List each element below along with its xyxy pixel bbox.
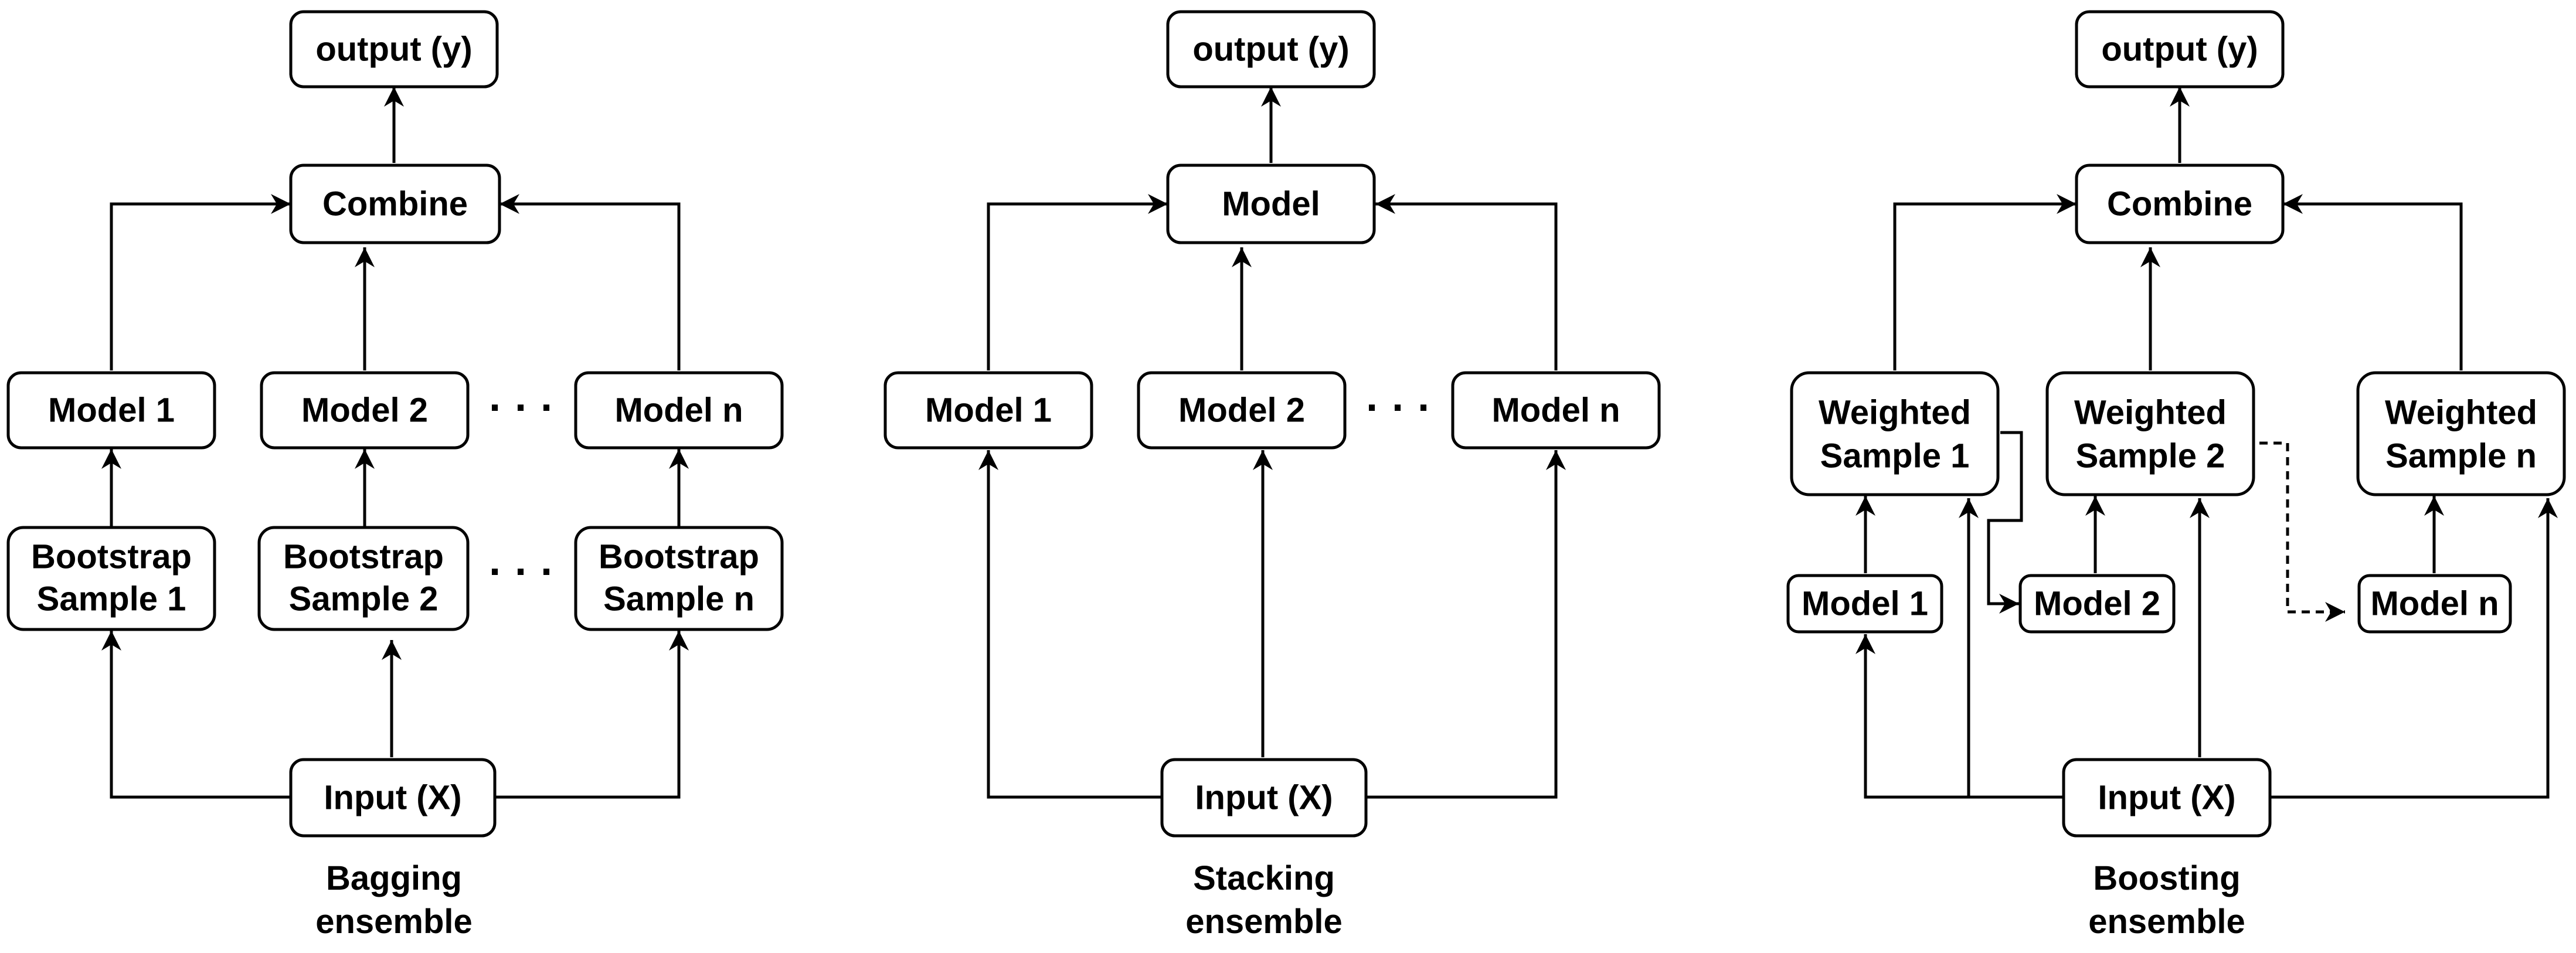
bagging-model-1-label: Model 1	[48, 392, 175, 430]
boosting-caption: Boosting ensemble	[2088, 859, 2245, 941]
edge-model-n-to-combine	[499, 194, 681, 370]
edge-model-1-to-meta-model	[987, 194, 1168, 370]
stacking-model-1-node: Model 1	[883, 371, 1093, 450]
stacking-model-2-label: Model 2	[1178, 392, 1305, 430]
bagging-output-label: output (y)	[315, 30, 472, 69]
bagging-sample-2-node: Bootstrap Sample 2	[257, 526, 470, 631]
stacking-input-label: Input (X)	[1195, 779, 1333, 817]
bagging-models-ellipsis: · · ·	[489, 384, 555, 431]
boosting-weighted-1-line-1: Weighted	[1819, 394, 1971, 432]
bagging-caption-line-1: Bagging	[326, 859, 462, 897]
bagging-sample-n-line-2: Sample n	[603, 580, 755, 618]
bagging-input-node: Input (X)	[289, 758, 497, 838]
bagging-sample-2-line-2: Sample 2	[289, 580, 439, 618]
stacking-diagram: output (y) Model Model 1 Model 2 Model n…	[883, 10, 1661, 941]
boosting-combine-node: Combine	[2075, 164, 2285, 244]
edge-input-to-weighted-n	[2270, 498, 2558, 799]
bagging-model-1-node: Model 1	[6, 371, 216, 450]
bagging-samples-ellipsis: · · ·	[489, 549, 555, 595]
boosting-caption-line-2: ensemble	[2088, 903, 2245, 941]
boosting-model-n-node: Model n	[2357, 574, 2512, 634]
boosting-weighted-n-line-2: Sample n	[2385, 437, 2537, 475]
bagging-diagram: output (y) Combine Model 1 Model 2 Model…	[6, 10, 784, 941]
stacking-caption: Stacking ensemble	[1185, 859, 1343, 941]
bagging-model-n-node: Model n	[574, 371, 784, 450]
boosting-weighted-1-node: Weighted Sample 1	[1790, 371, 2000, 496]
stacking-models-ellipsis: · · ·	[1366, 384, 1432, 431]
boosting-caption-line-1: Boosting	[2093, 859, 2240, 897]
bagging-model-n-label: Model n	[614, 392, 743, 430]
boosting-output-label: output (y)	[2101, 30, 2258, 69]
edge-weighted-2-to-model-n	[2259, 441, 2345, 622]
edge-input-to-model-1	[1855, 634, 2064, 799]
boosting-diagram: output (y) Combine Weighted Sample 1 Wei…	[1786, 10, 2566, 941]
edge-weighted-n-to-combine	[2283, 194, 2463, 370]
bagging-sample-1-line-1: Bootstrap	[31, 538, 192, 576]
boosting-model-2-node: Model 2	[2018, 574, 2176, 634]
boosting-output-node: output (y)	[2075, 10, 2285, 89]
boosting-input-label: Input (X)	[2098, 779, 2235, 817]
bagging-model-2-node: Model 2	[260, 371, 470, 450]
boosting-weighted-2-node: Weighted Sample 2	[2045, 371, 2255, 496]
stacking-model-2-node: Model 2	[1137, 371, 1347, 450]
edge-input-to-model-1	[978, 450, 1162, 799]
boosting-weighted-1-line-2: Sample 1	[1820, 437, 1970, 475]
boosting-model-1-label: Model 1	[1802, 585, 1928, 623]
boosting-weighted-2-line-1: Weighted	[2074, 394, 2227, 432]
edge-input-to-sample-1	[101, 631, 291, 799]
bagging-sample-n-node: Bootstrap Sample n	[574, 526, 784, 631]
boosting-weighted-n-node: Weighted Sample n	[2356, 371, 2566, 496]
boosting-model-2-label: Model 2	[2034, 585, 2160, 623]
boosting-model-n-label: Model n	[2370, 585, 2499, 623]
stacking-model-1-label: Model 1	[925, 392, 1052, 430]
stacking-output-label: output (y)	[1192, 30, 1349, 69]
bagging-combine-label: Combine	[322, 185, 468, 223]
stacking-model-n-label: Model n	[1491, 392, 1620, 430]
bagging-sample-n-line-1: Bootstrap	[599, 538, 759, 576]
stacking-caption-line-2: ensemble	[1185, 903, 1343, 941]
bagging-sample-2-line-1: Bootstrap	[283, 538, 444, 576]
edge-model-1-to-combine	[110, 194, 291, 370]
boosting-weighted-n-line-1: Weighted	[2385, 394, 2537, 432]
boosting-input-node: Input (X)	[2062, 758, 2272, 838]
edge-input-to-model-n	[1366, 450, 1566, 799]
bagging-model-2-label: Model 2	[301, 392, 428, 430]
boosting-weighted-2-line-2: Sample 2	[2076, 437, 2225, 475]
stacking-meta-model-label: Model	[1222, 185, 1320, 223]
bagging-caption: Bagging ensemble	[315, 859, 473, 941]
stacking-caption-line-1: Stacking	[1193, 859, 1335, 897]
boosting-combine-label: Combine	[2107, 185, 2252, 223]
bagging-sample-1-line-2: Sample 1	[37, 580, 186, 618]
bagging-input-label: Input (X)	[324, 779, 461, 817]
stacking-output-node: output (y)	[1166, 10, 1376, 89]
boosting-model-1-node: Model 1	[1786, 574, 1943, 634]
stacking-model-n-node: Model n	[1451, 371, 1661, 450]
bagging-output-node: output (y)	[289, 10, 499, 89]
bagging-caption-line-2: ensemble	[315, 903, 473, 941]
edge-weighted-1-to-combine	[1893, 194, 2077, 370]
edge-input-to-sample-n	[495, 631, 689, 799]
stacking-meta-model-node: Model	[1166, 164, 1376, 244]
stacking-input-node: Input (X)	[1160, 758, 1368, 838]
edge-model-n-to-meta-model	[1375, 194, 1558, 370]
bagging-combine-node: Combine	[289, 164, 501, 244]
edge-weighted-1-to-model-2	[1987, 431, 2023, 614]
bagging-sample-1-node: Bootstrap Sample 1	[6, 526, 216, 631]
